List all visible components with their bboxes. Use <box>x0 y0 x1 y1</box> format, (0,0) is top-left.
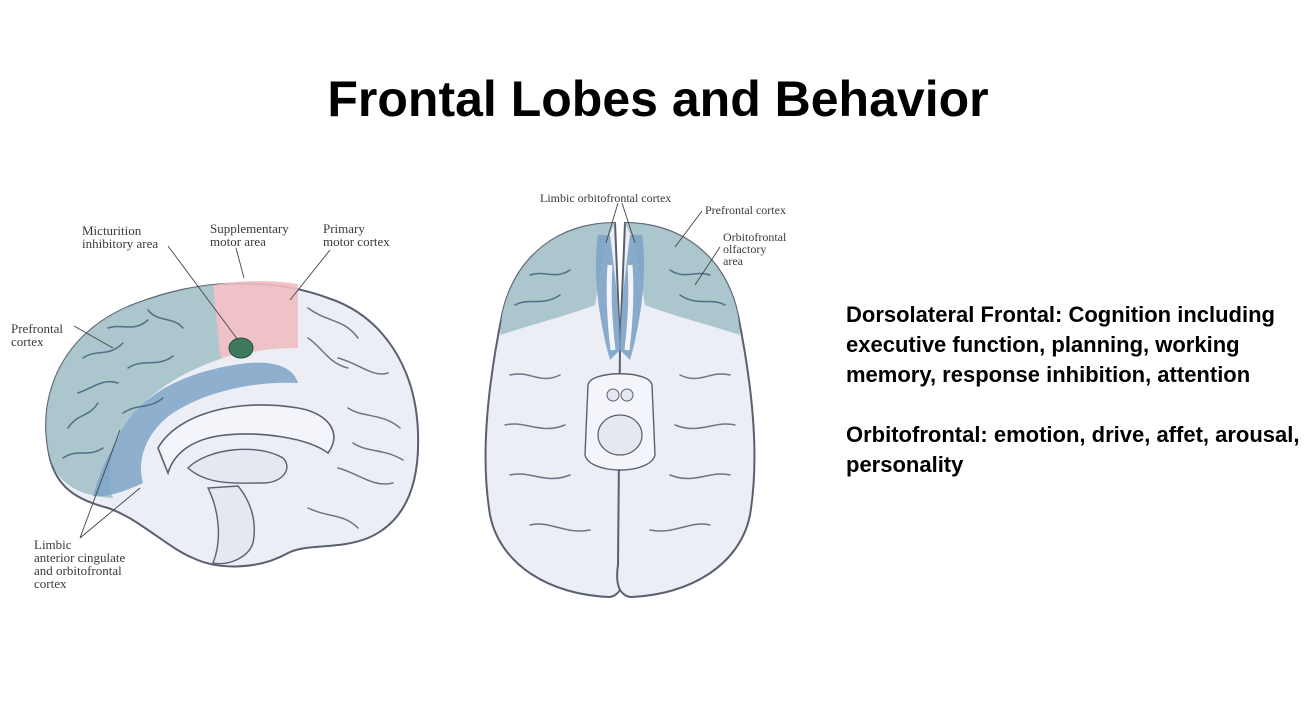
limbic-orbitofrontal-label: Limbic orbitofrontal cortex <box>540 191 672 205</box>
ventral-prefrontal-label: Prefrontal cortex <box>705 203 786 217</box>
limbic-region <box>93 362 298 497</box>
ventral-brain-illustration <box>484 202 756 599</box>
slide-title: Frontal Lobes and Behavior <box>327 71 989 127</box>
brainstem <box>206 485 255 565</box>
primary-motor-label: Primary motor cortex <box>323 221 390 249</box>
thalamus <box>186 448 288 484</box>
prefrontal-region <box>46 285 223 498</box>
left-prefrontal-region <box>500 223 615 335</box>
description-block: Dorsolateral Frontal: Cognition includin… <box>846 300 1306 510</box>
orbitofrontal-olfactory-label: Orbitofrontal olfactory area <box>723 230 787 268</box>
medial-brain-illustration <box>45 245 420 568</box>
corpus-callosum <box>157 404 335 476</box>
orbitofrontal-description: Orbitofrontal: emotion, drive, affet, ar… <box>846 422 1300 477</box>
supplementary-motor-region <box>213 281 298 358</box>
medial-brain-figure: Micturition inhibitory area Supplementar… <box>8 198 428 610</box>
right-prefrontal-region <box>625 223 740 335</box>
dorsolateral-description: Dorsolateral Frontal: Cognition includin… <box>846 302 1275 387</box>
micturition-label: Micturition inhibitory area <box>82 223 159 251</box>
prefrontal-cortex-label: Prefrontal cortex <box>11 321 63 349</box>
limbic-cortex-label: Limbic anterior cingulate and orbitofron… <box>34 537 126 591</box>
ventral-brain-figure: Limbic orbitofrontal cortex Prefrontal c… <box>470 185 810 605</box>
supplementary-motor-label: Supplementary motor area <box>210 221 289 249</box>
micturition-spot <box>228 337 254 359</box>
